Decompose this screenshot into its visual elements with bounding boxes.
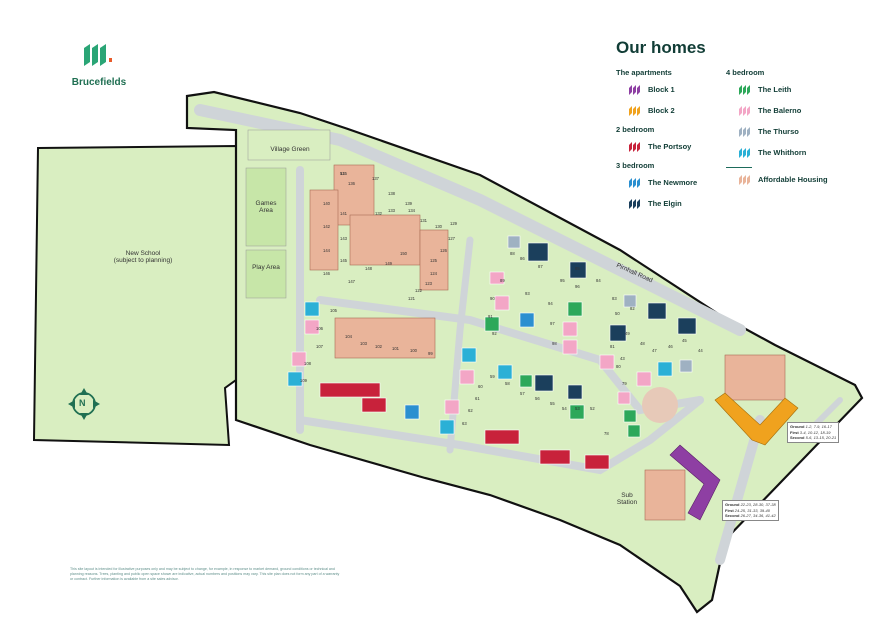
house-icon — [738, 146, 752, 158]
compass-letter: N — [79, 398, 86, 408]
phase-row: Ground 1-2, 7-9, 16-17 — [790, 424, 832, 429]
new-school-name: New School — [125, 250, 161, 257]
turning-circle — [642, 387, 678, 423]
legend-category-4-bedroom: 4 bedroom — [726, 68, 765, 77]
legend-item-affordable: Affordable Housing — [738, 173, 846, 185]
affordable-housing-blocks — [309, 164, 786, 521]
brucefields-logo-icon — [84, 44, 112, 66]
village-green-area — [247, 129, 331, 161]
legend-item-balerno: The Balerno — [738, 104, 846, 116]
legend-item-whithorn: The Whithorn — [738, 146, 846, 158]
house-icon — [628, 176, 642, 188]
block-1-apartments — [669, 444, 721, 521]
legend-item-block1: Block 1 — [628, 83, 736, 95]
sub-station-label: Sub Station — [616, 492, 638, 506]
legend-item-leith: The Leith — [738, 83, 846, 95]
new-school-note: (subject to planning) — [113, 257, 173, 264]
village-green-label: Village Green — [270, 146, 310, 153]
legend-category-2-bedroom: 2 bedroom — [616, 125, 655, 134]
house-icon — [628, 140, 642, 152]
house-icon — [738, 83, 752, 95]
new-school-label: New School (subject to planning) — [88, 250, 198, 264]
games-area — [245, 167, 287, 247]
north-arrow-icon — [68, 388, 100, 420]
new-school-field — [32, 144, 237, 447]
legend-separator — [726, 167, 752, 168]
block-2-phase-list: Ground 1-2, 7-9, 16-17 First 3-4, 10-12,… — [787, 422, 840, 443]
play-area — [245, 249, 287, 299]
block-1-phase-list: Ground 22-23, 28-30, 37-38 First 24-25, … — [722, 500, 779, 521]
legend-column-left: The apartments Block 1 Block 2 2 bedroom… — [616, 68, 736, 218]
house-icon — [738, 104, 752, 116]
house-plots — [287, 235, 697, 470]
house-icon — [628, 83, 642, 95]
house-icon — [628, 197, 642, 209]
phase-row: Second 5-6, 13-15, 20-21 — [790, 435, 837, 440]
legend-item-thurso: The Thurso — [738, 125, 846, 137]
legend-column-right: 4 bedroom The Leith The Balerno The Thur… — [726, 68, 846, 194]
legend-item-portsoy: The Portsoy — [628, 140, 736, 152]
games-area-label: Games Area — [255, 200, 277, 214]
legend-category-3-bedroom: 3 bedroom — [616, 161, 655, 170]
legend-item-block2: Block 2 — [628, 104, 736, 116]
phase-row: Ground 22-23, 28-30, 37-38 — [725, 502, 776, 507]
block-2-apartments — [714, 392, 799, 446]
legend-title: Our homes — [616, 38, 706, 57]
phase-row: First 24-25, 31-33, 39-40 — [725, 507, 770, 513]
brand: Brucefields — [64, 42, 134, 88]
legend-item-newmore: The Newmore — [628, 176, 736, 188]
house-icon — [628, 104, 642, 116]
phase-row: Second 26-27, 34-36, 41-42 — [725, 513, 776, 518]
legend-item-elgin: The Elgin — [628, 197, 736, 209]
brand-name: Brucefields — [71, 77, 127, 88]
phase-row: First 3-4, 10-12, 18-19 — [790, 429, 831, 435]
play-area-label: Play Area — [252, 264, 280, 271]
house-icon — [738, 173, 752, 185]
legend: Our homes The apartments Block 1 Block 2… — [616, 38, 886, 209]
disclaimer-text: This site layout is intended for illustr… — [70, 567, 340, 581]
legend-category-apartments: The apartments — [616, 68, 672, 77]
house-icon — [738, 125, 752, 137]
